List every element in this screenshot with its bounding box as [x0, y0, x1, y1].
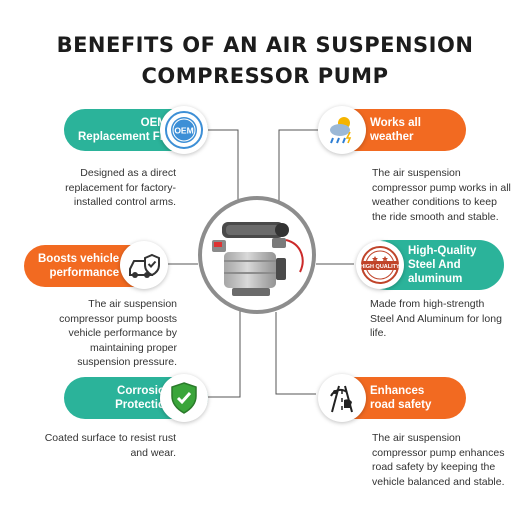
benefit-label-line: Protection [115, 399, 172, 411]
benefit-label-line: Replacement Fit [78, 131, 167, 143]
benefit-label-line: aluminum [408, 273, 463, 285]
oem-seal-icon: OEM [160, 106, 208, 154]
benefit-label-line: Works all [370, 117, 421, 129]
benefit-description-corrosion: Coated surface to resist rust and wear. [44, 432, 176, 459]
benefit-description-oem: Designed as a direct replacement for fac… [65, 167, 176, 208]
quality-stamp-icon: HIGH QUALITY [356, 241, 404, 289]
benefit-label-line: road safety [370, 399, 432, 411]
benefit-description-performance: The air suspension compressor pump boost… [59, 298, 177, 368]
benefit-label-line: weather [370, 131, 414, 143]
compressor-pump-image [212, 222, 304, 296]
road-safety-icon [318, 374, 366, 422]
svg-text:HIGH QUALITY: HIGH QUALITY [360, 264, 400, 270]
benefit-description-quality: Made from high-strength Steel And Alumin… [370, 298, 502, 339]
weather-icon [318, 106, 366, 154]
page-title-line-1: BENEFITS OF AN AIR SUSPENSION [56, 33, 474, 57]
page-title-line-2: COMPRESSOR PUMP [141, 64, 389, 88]
shield-check-icon [160, 374, 208, 422]
benefit-label-line: Corrosion [117, 385, 172, 397]
svg-text:OEM: OEM [174, 126, 193, 136]
benefit-label-line: Enhances [370, 385, 425, 397]
product-image-circle [198, 196, 316, 314]
benefit-label-line: OEM [140, 117, 167, 129]
benefit-label-line: performance [49, 267, 120, 279]
benefit-label-line: High-Quality [408, 245, 477, 257]
benefit-label-line: Steel And [408, 259, 461, 271]
benefit-label-line: Boosts vehicle [38, 253, 120, 265]
benefit-description-weather: The air suspension compressor pump works… [372, 167, 511, 223]
benefit-description-road-safety: The air suspension compressor pump enhan… [372, 432, 505, 488]
car-shield-icon [120, 241, 168, 289]
